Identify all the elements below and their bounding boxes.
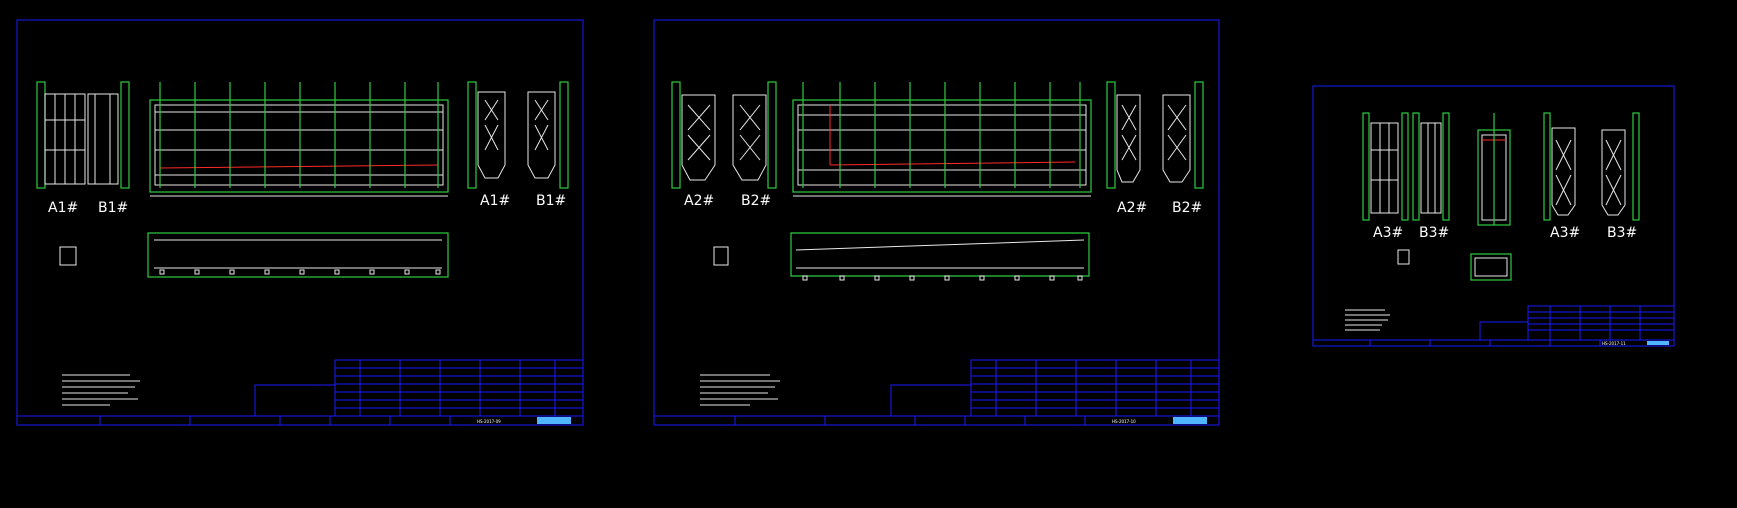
view-label: B2# [1172,200,1202,216]
sheet-number: HS-2017-10 [1112,419,1136,424]
end-view-b3 [1543,112,1640,221]
title-block[interactable]: HS-2017-10 [653,359,1220,426]
view-label: A3# [1373,225,1403,241]
plan-view [790,232,1090,281]
drawing-sheet-3[interactable]: A3# B3# A3# B3# [1312,85,1675,347]
view-label: B1# [536,193,566,209]
view-label: B1# [98,200,128,216]
plan-view [147,232,449,278]
section-detail [713,246,729,266]
end-view-b2 [1106,81,1204,189]
notes-block [1345,309,1390,331]
end-view-a1 [36,81,130,189]
cross-section [1470,253,1512,281]
sheet-index-block [537,417,571,424]
title-block[interactable]: HS-2017-09 [16,359,584,426]
drawing-sheet-2[interactable]: A2# B2# [653,19,1220,426]
sheet-index-block [1173,417,1207,424]
section-detail [59,246,77,266]
view-label: A3# [1550,225,1580,241]
view-label: B3# [1419,225,1449,241]
view-label: B3# [1607,225,1637,241]
notes-block [700,374,780,406]
view-label: A2# [684,193,714,209]
section-detail [1397,249,1410,265]
sheet-number: HS-2017-09 [477,419,501,424]
end-view-b1 [467,81,569,189]
sheet-number: HS-2017-11 [1602,341,1626,346]
sheet-index-block [1647,341,1669,345]
view-label: B2# [741,193,771,209]
view-label: A1# [48,200,78,216]
main-elevation [149,82,449,197]
end-view-a2 [671,81,777,189]
notes-block [62,374,140,406]
drawing-sheet-1[interactable]: A1# B1# [16,19,584,426]
view-label: A1# [480,193,510,209]
main-elevation [1477,113,1511,226]
title-block[interactable]: HS-2017-11 [1312,305,1675,347]
end-view-a3 [1362,112,1450,221]
view-label: A2# [1117,200,1147,216]
main-elevation [792,82,1092,197]
